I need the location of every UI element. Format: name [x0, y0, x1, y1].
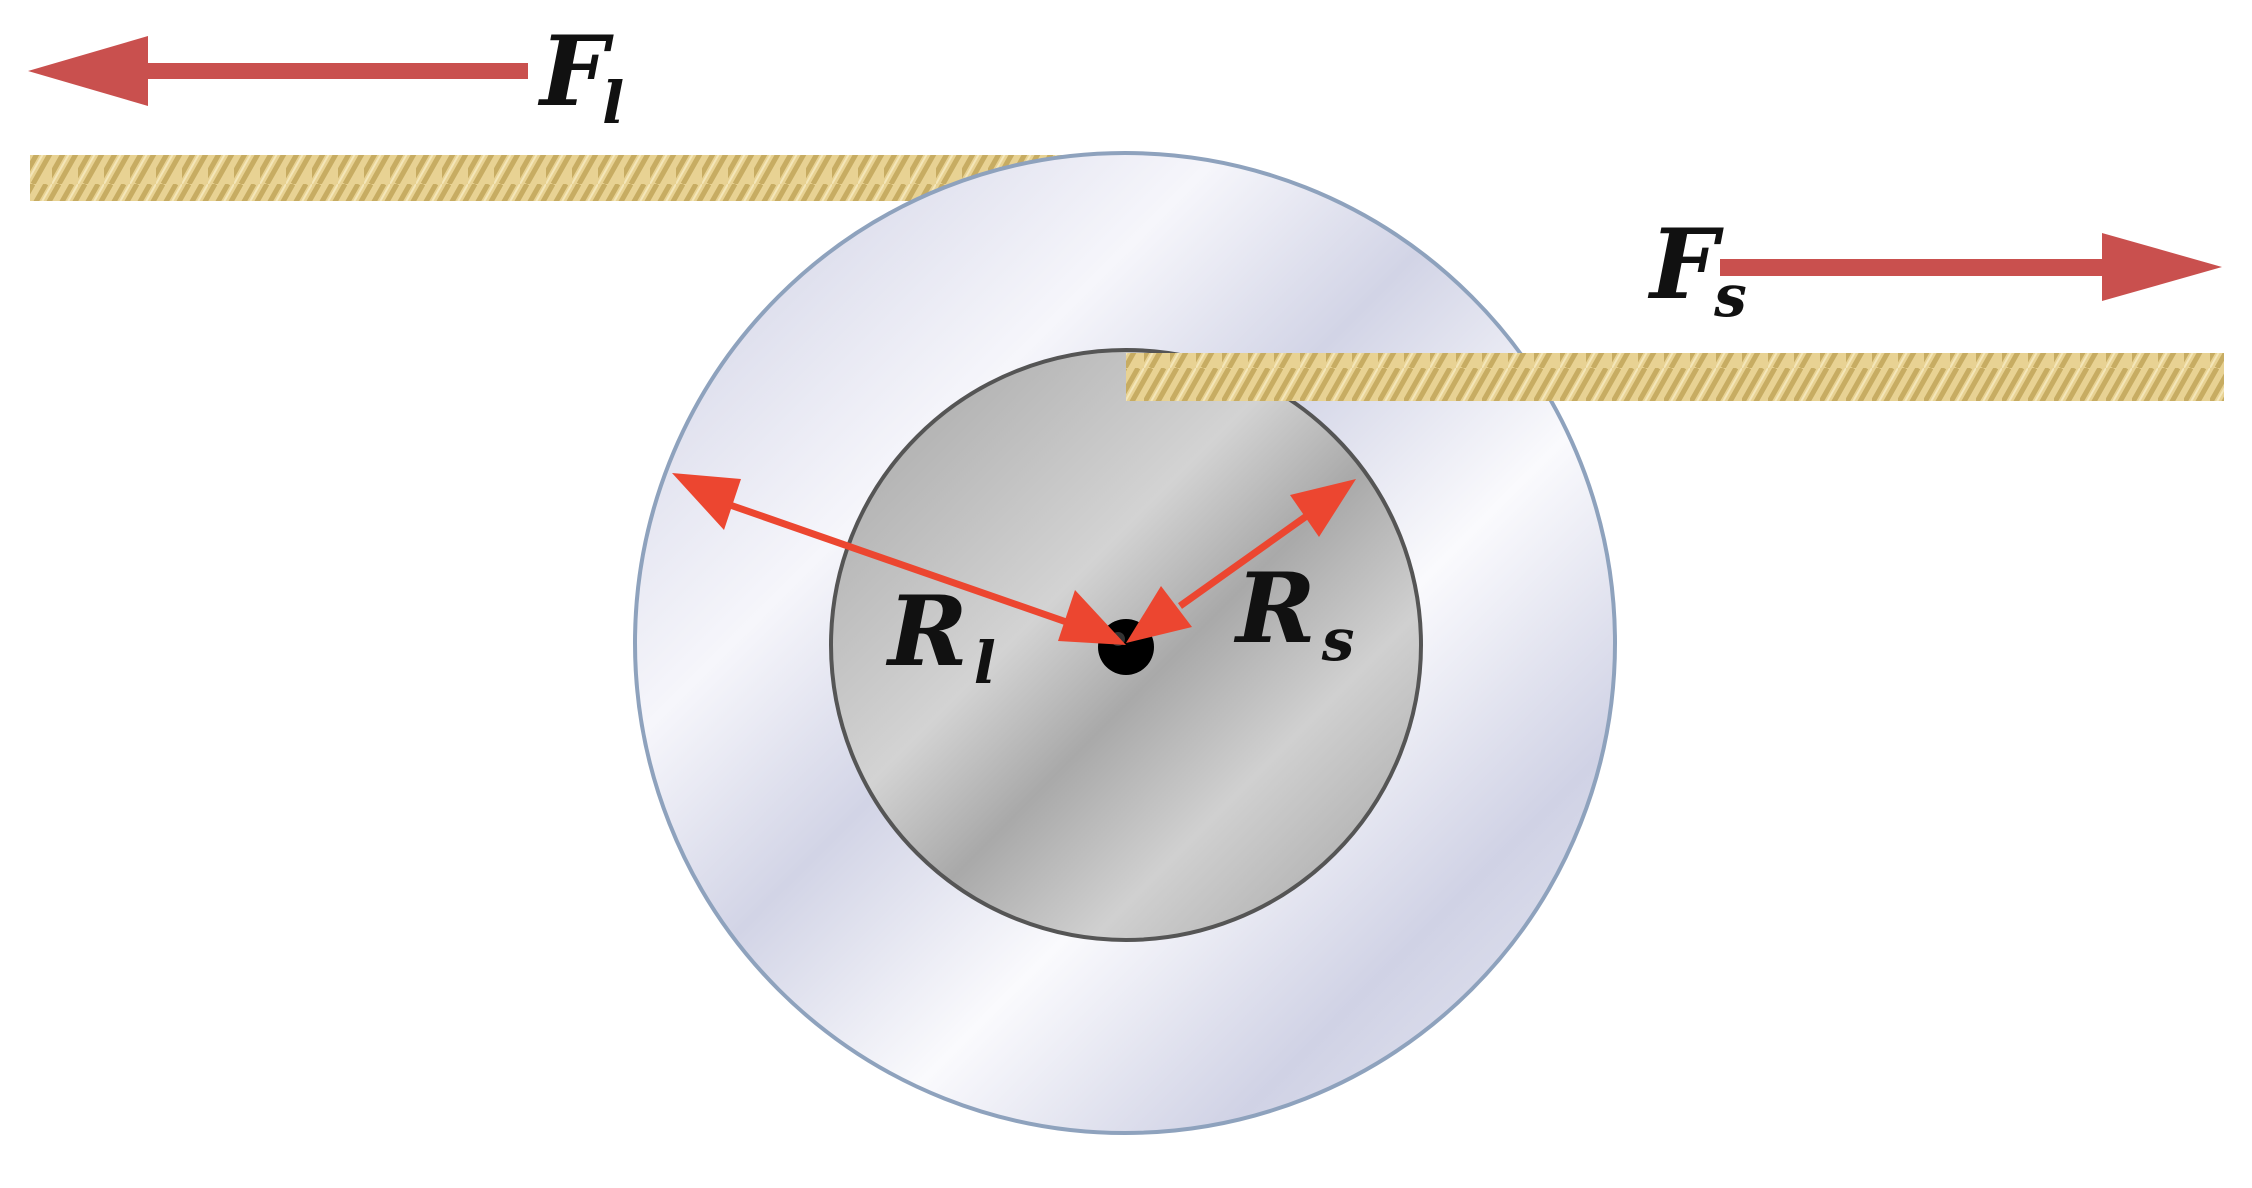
force-arrow-large	[28, 36, 528, 106]
radius-arrow-small	[1126, 479, 1356, 643]
force-small-label: Fs	[1647, 208, 1747, 330]
radius-arrow-large	[672, 473, 1126, 645]
force-arrow-small	[1720, 233, 2222, 301]
force-large-label: Fl	[537, 15, 624, 137]
rope-small	[1126, 353, 2224, 401]
